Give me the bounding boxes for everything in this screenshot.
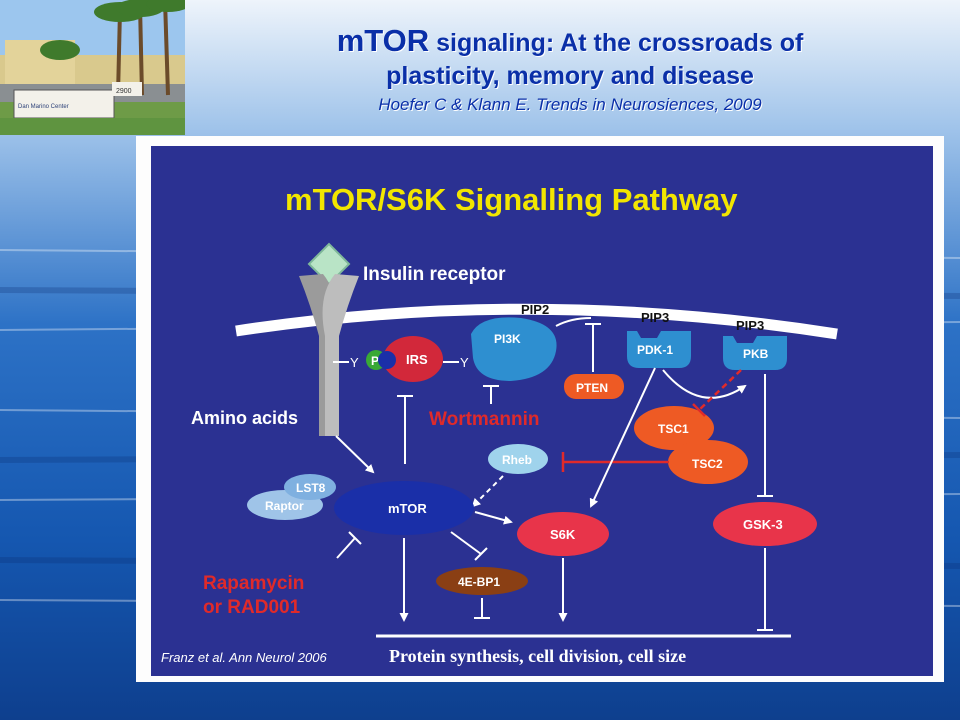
rapamycin-label-2: or RAD001 — [203, 597, 301, 618]
title-rest: signaling: At the crossroads of — [436, 29, 804, 57]
rheb-node — [488, 444, 548, 474]
building-photo: 2900 Dan Marino Center — [0, 0, 185, 135]
gsk3-node — [713, 502, 817, 546]
tsc2-node — [668, 440, 748, 484]
p-label-receptor: P — [371, 354, 379, 368]
figure-credit: Franz et al. Ann Neurol 2006 — [161, 650, 327, 665]
diagram-panel — [151, 146, 933, 676]
gsk3-label: GSK-3 — [743, 517, 783, 532]
mtor-label: mTOR — [388, 501, 427, 516]
insulin-receptor-icon — [299, 242, 359, 436]
raptor-label: Raptor — [265, 499, 304, 513]
rapamycin-label-1: Rapamycin — [203, 573, 304, 594]
pten-node — [564, 374, 624, 399]
s6k-node — [517, 512, 609, 556]
title-mtor: mTOR — [336, 23, 430, 58]
title-line-1: mTOR signaling: At the crossroads of — [190, 24, 950, 60]
citation: Hoefer C & Klann E. Trends in Neurosienc… — [378, 95, 762, 114]
mtor-node — [334, 481, 474, 535]
rheb-label: Rheb — [502, 453, 532, 467]
insulin-receptor-label: Insulin receptor — [363, 264, 506, 285]
pdk1-label: PDK-1 — [637, 343, 673, 357]
title-line-2: plasticity, memory and disease — [386, 62, 754, 90]
pi3k-node — [471, 317, 557, 381]
slide-title: mTOR signaling: At the crossroads of pla… — [190, 24, 950, 116]
pip3-label-pkb: PIP3 — [736, 318, 764, 333]
tsc2-label: TSC2 — [692, 457, 723, 471]
pi3k-label: PI3K — [494, 332, 521, 346]
pten-label: PTEN — [576, 381, 608, 395]
diagram-heading: mTOR/S6K Signalling Pathway — [285, 182, 738, 217]
photo-sign-text: Dan Marino Center — [18, 104, 69, 110]
s6k-label: S6K — [550, 527, 576, 542]
tsc1-node — [634, 406, 714, 450]
output-label: Protein synthesis, cell division, cell s… — [389, 646, 686, 666]
tsc1-label: TSC1 — [658, 422, 689, 436]
y-label-receptor: Y — [350, 355, 359, 370]
lst8-node — [284, 474, 336, 500]
pkb-node — [723, 336, 787, 370]
amino-acids-label: Amino acids — [191, 408, 298, 428]
wortmannin-label: Wortmannin — [429, 409, 539, 430]
lst8-label: LST8 — [296, 481, 326, 495]
pathway-diagram: mTOR/S6K Signalling Pathway Insulin rece… — [191, 182, 838, 666]
pip2-label: PIP2 — [521, 302, 549, 317]
pkb-label: PKB — [743, 347, 769, 361]
pdk1-node — [627, 331, 691, 368]
4ebp1-label: 4E-BP1 — [458, 575, 500, 589]
irs-node — [383, 336, 443, 382]
irs-label: IRS — [406, 352, 428, 367]
pip3-label-pdk1: PIP3 — [641, 310, 669, 325]
photo-sign-number: 2900 — [116, 88, 132, 95]
y-label-pi3k: Y — [460, 355, 469, 370]
4ebp1-node — [436, 567, 528, 595]
